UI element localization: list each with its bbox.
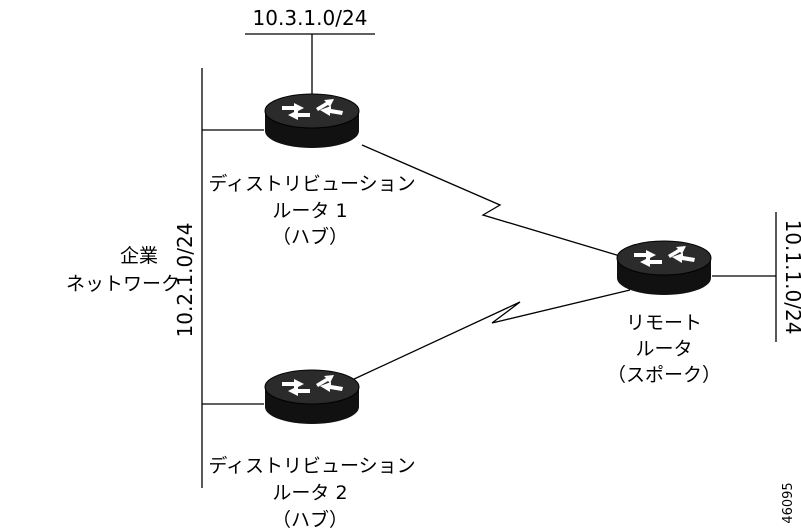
dist2-label-line1: ディストリビューション [208, 455, 415, 477]
wan-link-dist1-remote [361, 144, 621, 257]
enterprise-label-line1: 企業 [120, 245, 158, 267]
dist2-label-line2: ルータ 2 [272, 482, 347, 504]
dist1-label-line1: ディストリビューション [208, 173, 415, 195]
figure-id: 46095 [781, 482, 796, 523]
wan-link-dist2-remote [351, 289, 631, 381]
dist1-label-line2: ルータ 1 [272, 200, 347, 222]
remote-label-line3: （スポーク） [607, 364, 721, 386]
network-label-right: 10.1.1.0/24 [781, 220, 801, 335]
dist2-label-line3: （ハブ） [272, 508, 348, 531]
network-label-top: 10.3.1.0/24 [253, 6, 368, 30]
distribution-router-2-icon [264, 369, 360, 425]
remote-label-line1: リモート [626, 312, 702, 334]
dist1-label-line3: （ハブ） [272, 225, 348, 248]
remote-router-icon [616, 240, 712, 296]
network-label-left: 10.2.1.0/24 [173, 223, 197, 338]
distribution-router-1-icon [264, 93, 360, 149]
enterprise-label-line2: ネットワーク [66, 273, 180, 295]
remote-label-line2: ルータ [635, 338, 692, 360]
